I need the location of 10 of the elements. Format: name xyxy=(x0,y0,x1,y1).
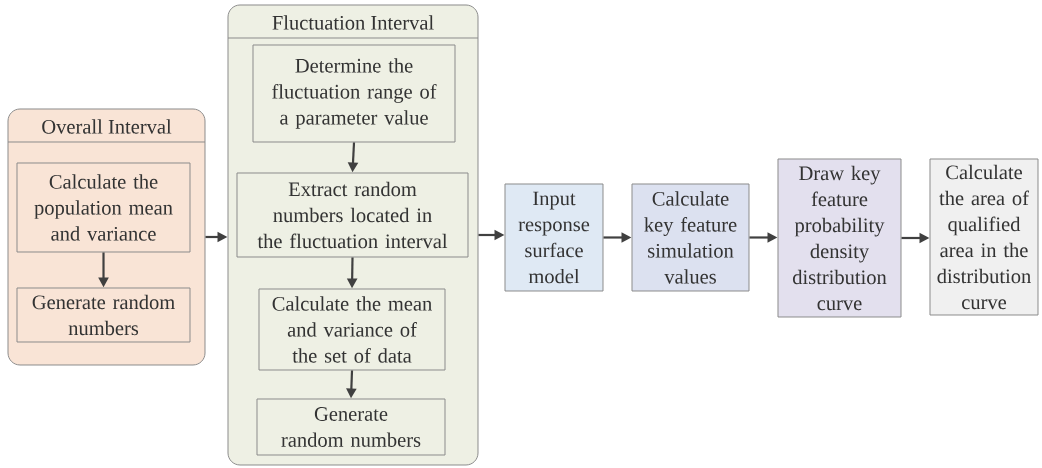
process-box: Input response surface model xyxy=(504,183,604,292)
process-box: Calculate key feature simulation values xyxy=(631,183,750,292)
process-box: Extract random numbers located in the fluctuation interval xyxy=(236,172,469,258)
process-box: Generate random numbers xyxy=(16,287,191,343)
process-box: Calculate the area of qualified area in the distribution curve xyxy=(929,158,1039,316)
process-box: Generate random numbers xyxy=(256,398,446,456)
process-box: Calculate the population mean and variance xyxy=(16,162,191,253)
process-box: Determine the fluctuation range of a parameter value xyxy=(252,44,456,143)
process-box: Draw key feature probability density distribution curve xyxy=(777,158,902,318)
process-box: Calculate the mean and variance of the set of data xyxy=(258,288,446,371)
